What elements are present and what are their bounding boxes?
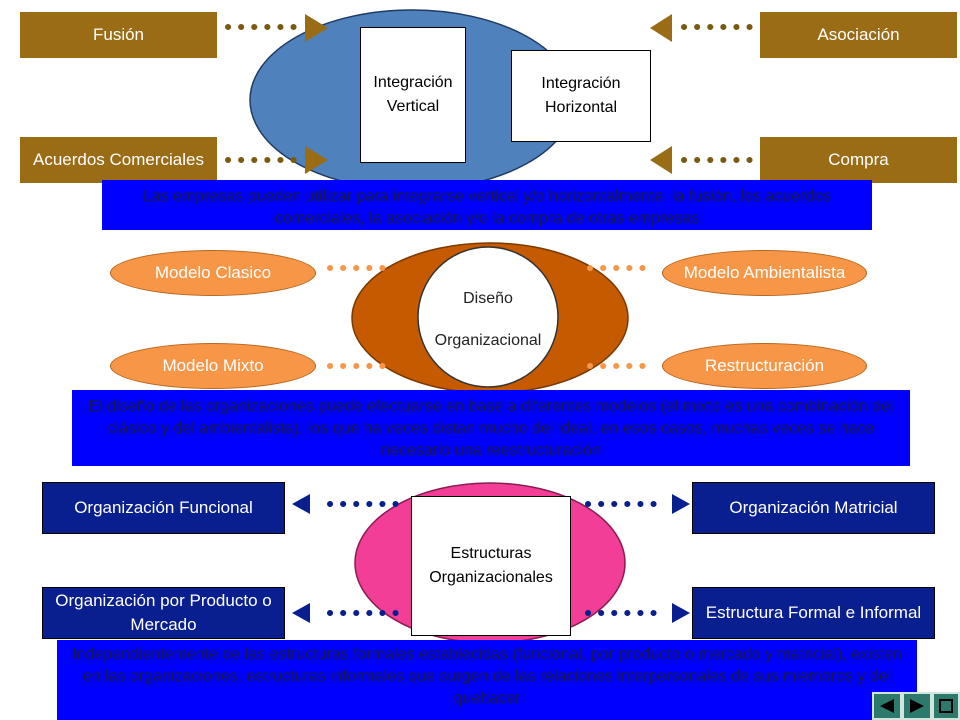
structures-note: Independientemente de las estructuras fo… bbox=[57, 640, 917, 720]
next-slide-button[interactable] bbox=[902, 692, 932, 720]
association-box: Asociación bbox=[760, 12, 957, 58]
integration-note: Las empresas pueden utilizar para integr… bbox=[102, 180, 872, 230]
mixed-model-label: Modelo Mixto bbox=[162, 356, 264, 375]
environmental-model-oval: Modelo Ambientalista bbox=[662, 250, 867, 296]
integration-note-text: Las empresas pueden utilizar para integr… bbox=[142, 188, 832, 227]
classic-model-oval: Modelo Clasico bbox=[110, 250, 316, 296]
product-market-organization-box: Organización por Producto o Mercado bbox=[42, 587, 285, 639]
purchase-label: Compra bbox=[828, 150, 889, 169]
end-show-button[interactable] bbox=[932, 692, 960, 720]
dotted-connector bbox=[327, 501, 663, 616]
structures-note-text: Independientemente de las estructuras fo… bbox=[72, 646, 902, 707]
organizational-design-line1: Diseño bbox=[463, 290, 513, 307]
vertical-integration-box: Integración Vertical bbox=[360, 27, 466, 163]
product-market-organization-label: Organización por Producto o Mercado bbox=[55, 591, 272, 634]
dotted-connector bbox=[327, 265, 653, 369]
horizontal-integration-box: Integración Horizontal bbox=[511, 50, 651, 142]
organizational-structures-label: Estructuras Organizacionales bbox=[429, 545, 553, 586]
matrix-organization-box: Organización Matricial bbox=[692, 482, 935, 534]
arrow-right-icon bbox=[910, 699, 924, 713]
functional-organization-box: Organización Funcional bbox=[42, 482, 285, 534]
association-label: Asociación bbox=[817, 25, 900, 44]
mixed-model-oval: Modelo Mixto bbox=[110, 343, 316, 389]
environmental-model-label: Modelo Ambientalista bbox=[683, 263, 846, 282]
restructuring-oval: Restructuración bbox=[662, 343, 867, 389]
design-note: El diseño de las organizaciones puede ef… bbox=[72, 390, 910, 466]
end-icon bbox=[939, 699, 953, 713]
restructuring-label: Restructuración bbox=[704, 356, 825, 375]
classic-model-label: Modelo Clasico bbox=[154, 263, 272, 282]
horizontal-integration-label: Integración Horizontal bbox=[541, 75, 621, 116]
dotted-connector bbox=[225, 24, 753, 163]
fusion-box: Fusión bbox=[20, 12, 217, 58]
functional-organization-label: Organización Funcional bbox=[74, 498, 253, 517]
fusion-label: Fusión bbox=[92, 25, 145, 44]
commercial-agreements-box: Acuerdos Comerciales bbox=[20, 137, 217, 183]
vertical-integration-label: Integración Vertical bbox=[373, 74, 453, 115]
matrix-organization-label: Organización Matricial bbox=[729, 498, 898, 517]
arrow-heads bbox=[292, 494, 690, 623]
formal-informal-structure-box: Estructura Formal e Informal bbox=[692, 587, 935, 639]
purchase-box: Compra bbox=[760, 137, 957, 183]
design-note-text: El diseño de las organizaciones puede ef… bbox=[88, 398, 894, 459]
formal-informal-structure-label: Estructura Formal e Informal bbox=[705, 603, 922, 622]
design-inner-circle bbox=[417, 246, 559, 388]
organizational-design-label: Diseño Organizacional bbox=[408, 286, 568, 356]
arrow-left-icon bbox=[880, 699, 894, 713]
commercial-agreements-label: Acuerdos Comerciales bbox=[32, 150, 204, 169]
organizational-structures-box: Estructuras Organizacionales bbox=[411, 496, 571, 636]
arrow-heads bbox=[305, 14, 672, 174]
previous-slide-button[interactable] bbox=[872, 692, 902, 720]
organizational-design-line2: Organizacional bbox=[434, 332, 542, 349]
